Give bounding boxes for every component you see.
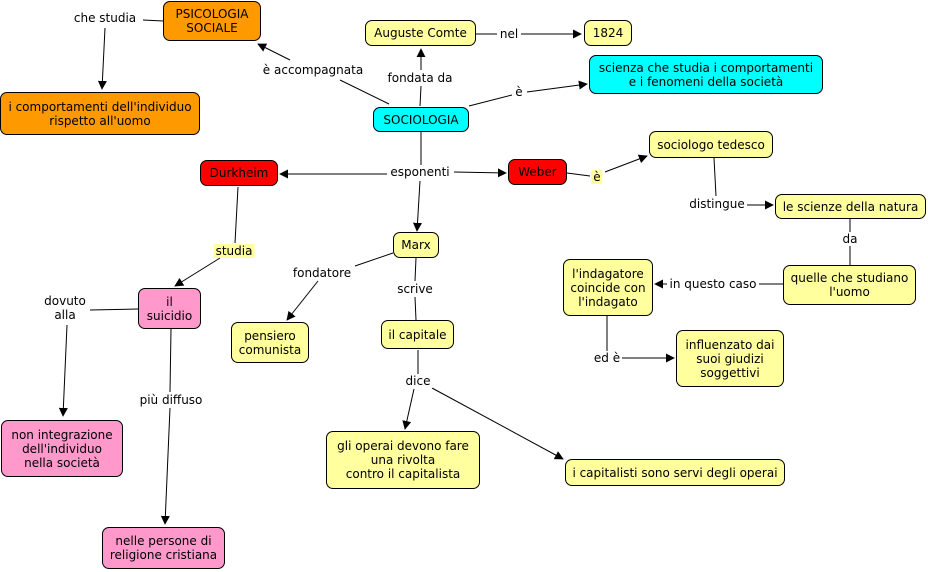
node-pensiero-comunista[interactable]: pensiero comunista [231,322,309,363]
node-auguste-comte[interactable]: Auguste Comte [365,20,476,46]
link-esponenti-marx [412,180,422,232]
node-weber[interactable]: Weber [508,159,567,185]
node-capitalisti-servi[interactable]: i capitalisti sono servi degli operai [565,459,785,486]
node-studiano-uomo[interactable]: quelle che studiano l'uomo [783,265,916,305]
node-operai-rivolta[interactable]: gli operai devono fare una rivolta contr… [326,431,480,489]
link-label-fondata-da: fondata da [385,71,455,85]
node-il-capitale[interactable]: il capitale [381,320,454,349]
link-durkheim-studia [234,186,239,244]
link-label-distingue: distingue [687,197,747,211]
link-suicidio-piu [169,328,172,393]
link-marx-fondatore [354,252,394,267]
link-studia-suicidio [174,257,221,287]
node-influenzato[interactable]: influenzato dai suoi giudizi soggettivi [676,330,784,387]
link-dice-operai [402,388,415,430]
node-scienza[interactable]: scienza che studia i comportamenti e i f… [589,55,823,94]
link-label-esponenti: esponenti [388,165,452,179]
link-esponenti-weber [453,168,507,178]
link-weber-e [566,172,591,177]
link-label-da: da [840,232,860,246]
node-indagatore[interactable]: l'indagatore coincide con l'indagato [563,259,653,316]
link-label-che-studia: che studia [71,11,139,25]
node-comportamenti-individuo[interactable]: i comportamenti dell'individuo rispetto … [0,92,200,135]
link-dovuto-nonintegrazione [58,324,68,417]
link-fondatore-pensiero [286,280,319,321]
link-label-studia: studia [213,244,255,258]
link-dice-capitalisti [431,387,564,460]
link-label-dovuto-alla: dovuto alla [42,294,88,322]
link-label-ed-e: ed è [591,351,623,365]
node-non-integrazione[interactable]: non integrazione dell'individuo nella so… [1,420,123,477]
link-e-scienza [526,80,588,93]
node-sociologia[interactable]: SOCIOLOGIA [373,107,469,132]
link-label-e-weber: è [591,170,603,184]
link-che-studia-comportamenti [97,27,107,90]
node-suicidio[interactable]: il suicidio [138,288,201,329]
link-label-accompagnata: è accompagnata [260,63,366,77]
link-sociologia-accompagnata [339,79,390,105]
link-label-scrive: scrive [395,282,435,296]
node-marx[interactable]: Marx [393,232,439,258]
link-suicidio-dovuto [89,308,139,311]
link-label-e-scienza: è [513,85,525,99]
node-psicologia-sociale[interactable]: PSICOLOGIA SOCIALE [163,1,261,41]
node-sociologo-tedesco[interactable]: sociologo tedesco [649,131,773,158]
link-label-dice: dice [403,374,433,388]
link-psicologia-che-studia [142,19,164,22]
link-label-fondatore: fondatore [290,266,354,280]
link-scrive-capitale [414,296,417,321]
link-accompagnata-psicologia [257,43,291,61]
node-1824[interactable]: 1824 [584,20,632,46]
link-label-in-questo-caso: in questo caso [667,277,759,291]
link-e-sociologo [604,154,648,173]
link-piu-religione [160,407,171,525]
link-label-nel: nel [497,27,521,41]
node-durkheim[interactable]: Durkheim [200,160,278,186]
link-sociologia-fondata [419,85,422,107]
node-religione-cristiana[interactable]: nelle persone di religione cristiana [102,527,225,569]
link-sociologo-distingue [713,157,717,197]
link-label-piu-diffuso: più diffuso [137,393,205,407]
link-marx-scrive [414,257,417,282]
link-sociologia-e [468,94,513,107]
node-scienze-natura[interactable]: le scienze della natura [775,194,926,219]
